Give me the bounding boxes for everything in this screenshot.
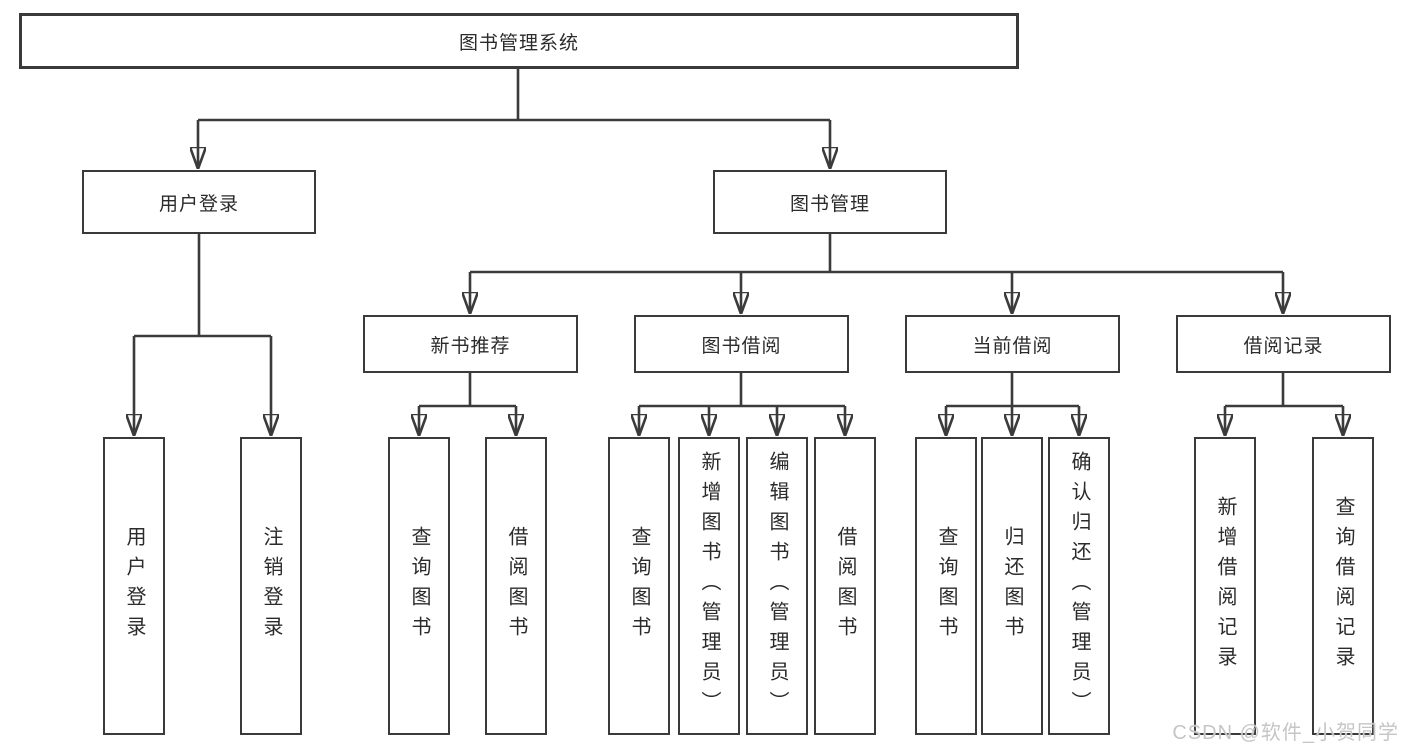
- csdn-watermark: CSDN @软件_小贺同学: [1172, 722, 1399, 744]
- node-label: 借阅记录: [1243, 335, 1324, 357]
- leaf-query-books-current: 查询图书: [915, 437, 977, 735]
- leaf-user-login: 用户登录: [103, 437, 165, 735]
- leaf-label: 新增图书（管理员）: [698, 451, 720, 721]
- leaf-add-books-admin: 新增图书（管理员）: [678, 437, 740, 735]
- leaf-edit-books-admin: 编辑图书（管理员）: [746, 437, 808, 735]
- leaf-label: 借阅图书: [834, 526, 856, 646]
- node-new-book-recommend: 新书推荐: [363, 315, 578, 373]
- leaf-label: 查询借阅记录: [1332, 496, 1354, 676]
- node-label: 图书借阅: [701, 335, 782, 357]
- leaf-label: 用户登录: [123, 526, 145, 646]
- node-label: 当前借阅: [972, 335, 1053, 357]
- node-label: 图书管理: [789, 193, 870, 215]
- leaf-label: 查询图书: [628, 526, 650, 646]
- leaf-borrow-books: 借阅图书: [814, 437, 876, 735]
- node-book-borrow: 图书借阅: [634, 315, 849, 373]
- leaf-label: 归还图书: [1001, 526, 1023, 646]
- leaf-borrow-books-recommend: 借阅图书: [485, 437, 547, 735]
- node-book-management-group: 图书管理: [713, 170, 947, 234]
- leaf-confirm-return-admin: 确认归还（管理员）: [1048, 437, 1110, 735]
- leaf-return-books: 归还图书: [981, 437, 1043, 735]
- leaf-label: 查询图书: [935, 526, 957, 646]
- leaf-label: 注销登录: [260, 526, 282, 646]
- leaf-add-borrow-record: 新增借阅记录: [1194, 437, 1256, 735]
- node-label: 图书管理系统: [458, 32, 579, 54]
- node-label: 新书推荐: [430, 335, 511, 357]
- node-current-borrow: 当前借阅: [905, 315, 1120, 373]
- node-user-login-group: 用户登录: [82, 170, 316, 234]
- node-label: 用户登录: [158, 193, 239, 215]
- leaf-query-books-recommend: 查询图书: [388, 437, 450, 735]
- leaf-label: 确认归还（管理员）: [1068, 451, 1090, 721]
- node-library-management-system: 图书管理系统: [19, 13, 1019, 69]
- leaf-label: 借阅图书: [505, 526, 527, 646]
- leaf-label: 查询图书: [408, 526, 430, 646]
- leaf-query-borrow-record: 查询借阅记录: [1312, 437, 1374, 735]
- leaf-label: 编辑图书（管理员）: [766, 451, 788, 721]
- leaf-query-books-borrow: 查询图书: [608, 437, 670, 735]
- leaf-logout: 注销登录: [240, 437, 302, 735]
- leaf-label: 新增借阅记录: [1214, 496, 1236, 676]
- node-borrow-record: 借阅记录: [1176, 315, 1391, 373]
